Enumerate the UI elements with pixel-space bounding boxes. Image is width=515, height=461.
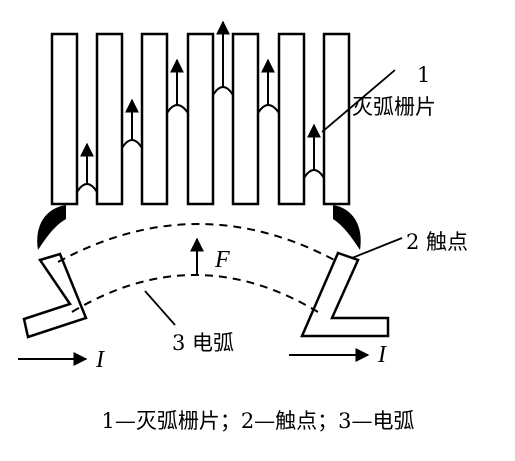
- arc-segment: [303, 169, 325, 179]
- grid-plate: [186, 32, 215, 206]
- grid-leader-line: [321, 69, 396, 133]
- grid-plate: [231, 32, 260, 206]
- grid-label-name: 灭弧栅片: [352, 95, 436, 119]
- force-label: F: [214, 247, 230, 273]
- current-label-right: I: [377, 342, 387, 368]
- contact-left: [37, 205, 66, 250]
- grid-plate: [95, 32, 124, 206]
- arc-segment: [121, 139, 143, 149]
- grid-label-number: 1: [417, 63, 430, 87]
- current-label-left: I: [95, 347, 105, 373]
- conductor-left: [22, 252, 88, 339]
- arc-leader-line: [144, 290, 176, 326]
- conductor-right: [300, 251, 390, 338]
- arc-outer: [57, 223, 339, 263]
- contact-leader-line: [351, 237, 403, 259]
- upward-force-arrows: [80, 20, 321, 184]
- grid-plates: [50, 32, 351, 206]
- arc-label: 3 电弧: [172, 331, 234, 355]
- arc-segment: [212, 86, 234, 96]
- grid-plate: [277, 32, 306, 206]
- arc-segment: [166, 104, 189, 114]
- arc-segment: [257, 104, 280, 114]
- contact-label: 2 触点: [406, 230, 468, 254]
- figure-caption: 1—灭弧栅片；2—触点；3—电弧: [101, 409, 414, 433]
- arc-inner: [71, 274, 319, 313]
- grid-plate: [322, 32, 351, 206]
- grid-plate: [140, 32, 169, 206]
- arc-segment: [76, 183, 98, 193]
- contact-right: [333, 205, 361, 250]
- grid-plate: [50, 32, 79, 206]
